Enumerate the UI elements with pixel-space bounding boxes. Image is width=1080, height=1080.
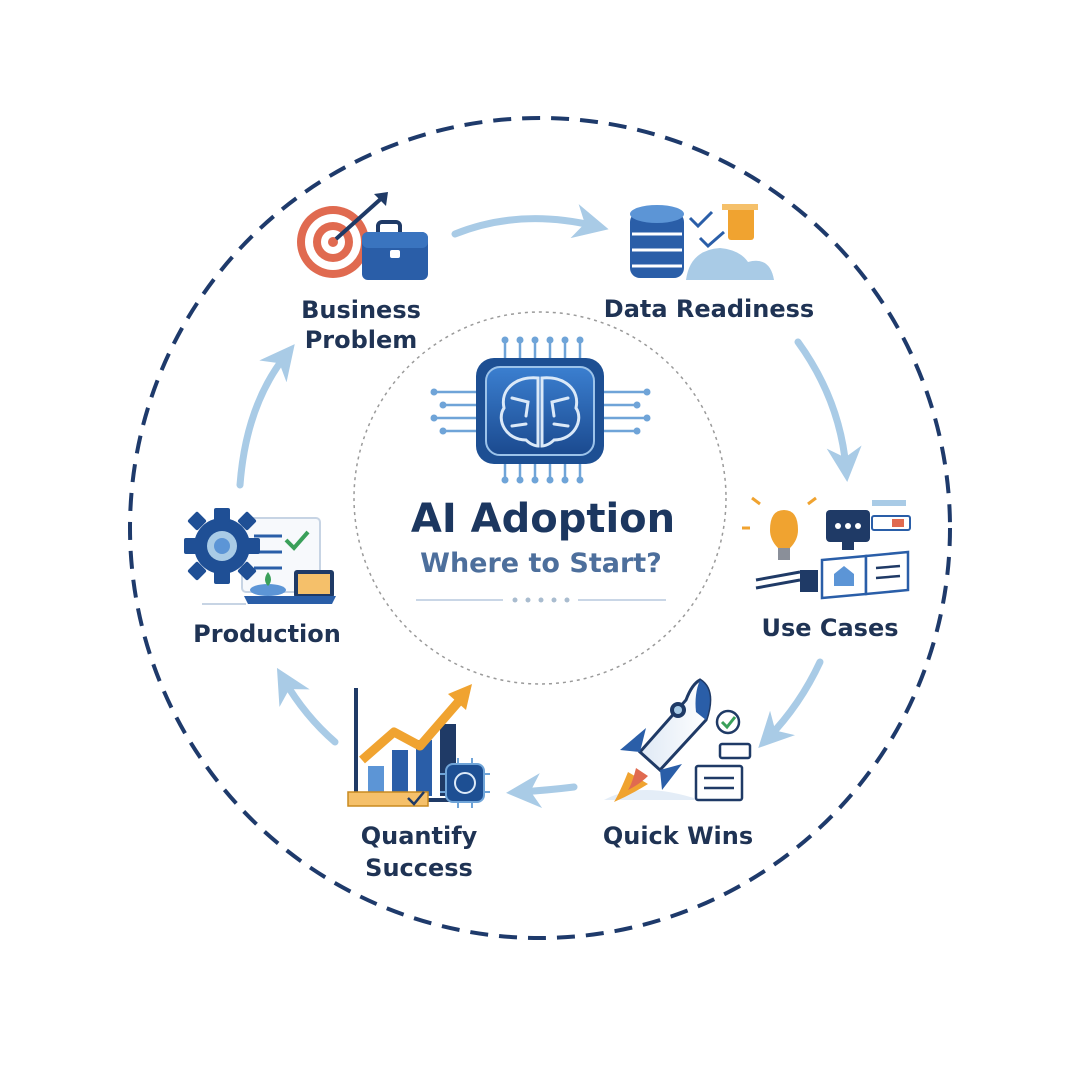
- database-icon: [630, 205, 684, 278]
- arrow-quantify-to-production: [276, 667, 339, 746]
- checklist-icon: [694, 709, 752, 802]
- center-subtitle: Where to Start?: [420, 548, 662, 579]
- ruler-icon: [347, 791, 429, 807]
- center-title: AI Adoption: [411, 496, 675, 542]
- ai-brain-chip-icon: [430, 336, 651, 484]
- briefcase-icon: [362, 220, 428, 280]
- arrow-data-to-usecases: [794, 338, 862, 482]
- arrow-production-to-business: [236, 344, 295, 489]
- stage-production: Production: [184, 508, 341, 648]
- lightbulb-icon: [742, 496, 817, 590]
- stage-business-problem: Business Problem: [297, 192, 428, 354]
- production-label: Production: [193, 620, 341, 648]
- rocket-icon: [604, 678, 712, 802]
- outer-dashed-ring: [128, 116, 952, 940]
- business-problem-label-line2: Problem: [305, 326, 418, 354]
- target-icon: [297, 192, 388, 278]
- team-checkmark-icon: [686, 204, 774, 280]
- arrow-quickwins-to-quantify: [506, 773, 578, 809]
- gear-icon: [184, 508, 260, 584]
- use-cases-label: Use Cases: [761, 614, 898, 642]
- stage-use-cases: Use Cases: [742, 496, 911, 642]
- quick-wins-label: Quick Wins: [603, 822, 753, 850]
- arrow-business-to-data: [451, 204, 609, 239]
- quantify-success-label-line2: Success: [365, 854, 473, 882]
- stage-quick-wins: Quick Wins: [603, 678, 753, 850]
- quantify-success-label-line1: Quantify: [361, 822, 478, 850]
- inner-dotted-ring: [353, 311, 727, 685]
- laptop-icon: [202, 570, 336, 605]
- cycle-arrows: [236, 204, 862, 809]
- stage-quantify-success: Quantify Success: [347, 684, 490, 882]
- business-problem-label-line1: Business: [301, 296, 421, 324]
- data-readiness-label: Data Readiness: [604, 295, 814, 323]
- chat-monitor-icon: [826, 500, 911, 550]
- center-divider: [416, 597, 666, 603]
- arrow-usecases-to-quickwins: [758, 658, 824, 749]
- document-icon: [800, 550, 910, 600]
- chip-icon: [440, 758, 490, 808]
- stage-data-readiness: Data Readiness: [604, 204, 814, 323]
